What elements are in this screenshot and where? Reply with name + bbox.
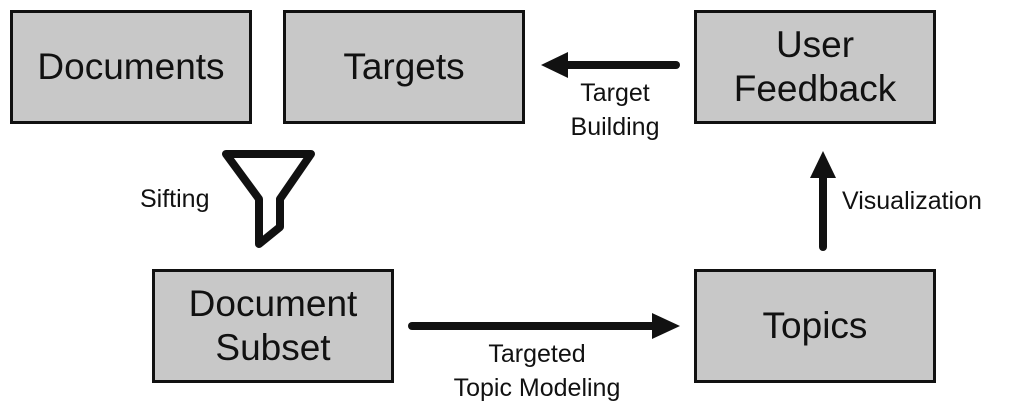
document-subset-label-line1: Document [188,282,358,324]
targeted-topic-modeling-label: Targeted Topic Modeling [427,338,647,406]
topics-label: Topics [762,304,868,346]
target-building-label: Target Building [555,77,675,145]
targeted-topic-modeling-line1: Targeted [488,340,586,368]
visualization-label: Visualization [842,185,982,219]
funnel-icon [222,150,315,248]
sifting-label: Sifting [140,183,209,217]
user-feedback-label-line1: User [775,23,855,65]
targets-label: Targets [343,45,465,87]
document-subset-box: Document Subset [152,269,394,383]
targeted-topic-modeling-arrow [408,313,680,339]
documents-box: Documents [10,10,252,124]
target-building-line2: Building [570,112,660,141]
sifting-text: Sifting [140,185,210,213]
target-building-arrow [541,52,680,78]
document-subset-label-line2: Subset [215,327,331,368]
targets-box: Targets [283,10,525,124]
documents-label: Documents [37,45,225,87]
user-feedback-box: User Feedback [694,10,936,124]
topics-box: Topics [694,269,936,383]
targeted-topic-modeling-line2: Topic Modeling [453,373,621,402]
user-feedback-label-line2: Feedback [733,68,897,109]
visualization-text: Visualization [842,187,982,215]
target-building-line1: Target [580,79,650,107]
visualization-arrow [810,151,836,251]
